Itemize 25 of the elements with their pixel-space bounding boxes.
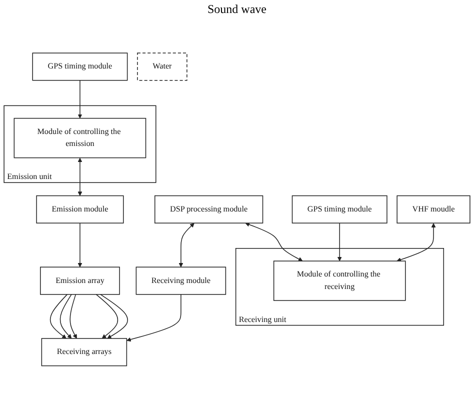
node-box: VHF moudle [396, 195, 470, 224]
arrow [100, 294, 128, 339]
node-box: Module of controlling the receiving [273, 260, 406, 301]
node-box: GPS timing module [292, 195, 388, 224]
arrow [396, 223, 436, 262]
node-box: Receiving arrays [41, 338, 128, 366]
arrow [50, 294, 68, 339]
note-text: Sound wave [208, 2, 266, 16]
node-box: Receiving module [136, 266, 226, 295]
arrow [126, 294, 182, 342]
arrow [245, 222, 303, 262]
arrow [60, 294, 72, 339]
node-box: Module of controlling the emission [14, 118, 146, 158]
node-box: GPS timing module [32, 52, 128, 81]
node-box: Emission array [40, 266, 120, 295]
node-box: Water [137, 52, 188, 81]
arrow [78, 80, 82, 119]
arrow [78, 158, 82, 196]
arrow [96, 294, 118, 339]
arrow [78, 222, 82, 268]
node-box: DSP processing module [154, 195, 264, 224]
arrow [337, 222, 342, 262]
node-box: Emission module [36, 195, 124, 224]
arrow [70, 294, 77, 339]
arrow [178, 223, 194, 268]
